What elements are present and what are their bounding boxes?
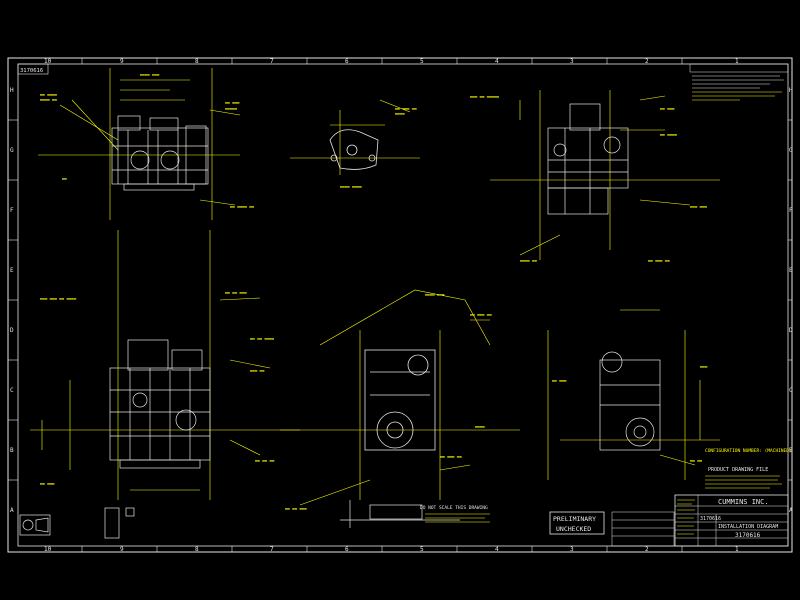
zone-label-left: C [10,387,14,394]
inner-border [17,63,789,547]
view-top-right-engine: ▬▬▬ ▬▬ ▬▬▬▬▬ ▬▬ ▬▬▬ ▬▬ ▬▬▬▬ ▬▬▬ ▬▬▬ ▬▬▬▬ ▬… [470,90,720,263]
zone-label-right: F [789,207,793,214]
svg-text:▬▬▬▬ ▬▬▬▬: ▬▬▬▬ ▬▬▬▬ [340,184,362,189]
revision-block [611,511,675,547]
svg-text:▬▬ ▬▬▬: ▬▬ ▬▬▬ [225,100,240,105]
zone-label-top: 6 [345,58,349,65]
zone-label-top: 8 [195,58,199,65]
zone-label-bottom: 6 [345,546,349,553]
zone-label-top: 4 [495,58,499,65]
svg-text:▬▬ ▬▬ ▬▬▬▬: ▬▬ ▬▬ ▬▬▬▬ [250,336,275,341]
view-top-center-bracket: ▬▬ ▬▬▬ ▬▬▬▬▬▬ ▬▬▬▬ ▬▬▬▬ [290,99,420,189]
stamp-text: PRELIMINARY [553,515,596,523]
zone-label-left: H [10,87,14,94]
svg-text:▬▬ ▬▬▬: ▬▬ ▬▬▬ [552,378,567,383]
zone-label-bottom: 2 [645,546,649,553]
zone-label-left: F [10,207,14,214]
general-notes [689,63,789,101]
svg-text:▬▬▬▬ ▬▬▬: ▬▬▬▬ ▬▬▬ [140,72,160,77]
zone-label-left: A [10,507,14,514]
svg-text:▬▬▬▬: ▬▬▬▬ [475,424,485,429]
zone-label-top: 7 [270,58,274,65]
view-bottom-center-front: ▬▬▬▬ ▬▬▬ ▬▬ ▬▬▬ ▬▬ ▬▬ ▬▬ ▬▬▬ ▬▬ ▬▬▬ ▬▬ ▬▬▬… [280,289,520,528]
zone-label-left: B [10,447,14,454]
title-company: CUMMINS INC. [718,498,769,506]
zone-label-top: 3 [570,58,574,65]
svg-text:▬▬▬ ▬▬: ▬▬▬ ▬▬ [250,368,265,373]
svg-text:▬▬ ▬▬▬ ▬▬: ▬▬ ▬▬▬ ▬▬ [648,258,670,263]
svg-text:▬▬: ▬▬ [62,176,67,181]
zone-label-bottom: 4 [495,546,499,553]
do-not-scale-notice: DO NOT SCALE THIS DRAWING [420,505,488,511]
zone-label-bottom: 1 [735,546,739,553]
title-sheet-number: 3170616 [700,516,721,522]
svg-text:▬▬ ▬▬▬▬: ▬▬ ▬▬▬▬ [660,132,677,137]
zone-label-right: A [789,507,793,514]
svg-text:▬▬▬ ▬▬▬: ▬▬▬ ▬▬▬ [690,204,707,209]
svg-text:▬▬ ▬▬: ▬▬ ▬▬ [690,458,703,463]
zone-label-right: G [789,147,793,154]
projection-symbol [19,514,51,536]
corner-label-box [17,63,49,75]
svg-text:▬▬ ▬▬ ▬▬: ▬▬ ▬▬ ▬▬ [255,458,275,463]
stamp-text: UNCHECKED [556,525,591,533]
zone-label-top: 10 [44,58,52,65]
zone-label-top: 2 [645,58,649,65]
zone-label-left: G [10,147,14,154]
svg-text:▬▬▬ ▬▬ ▬▬▬▬▬: ▬▬▬ ▬▬ ▬▬▬▬▬ [470,94,499,99]
view-bottom-left-engine: ▬▬▬ ▬▬▬ ▬▬ ▬▬▬▬ ▬▬ ▬▬ ▬▬▬ ▬▬ ▬▬ ▬▬▬▬ ▬▬▬ ▬… [30,230,300,500]
front-view-base-bracket [340,500,460,528]
bottom-left-detail [104,507,135,539]
svg-text:▬▬▬▬ ▬▬: ▬▬▬▬ ▬▬ [520,258,537,263]
svg-text:▬▬▬▬ ▬▬▬: ▬▬▬▬ ▬▬▬ [425,292,445,297]
corner-label: 3170616 [20,68,43,74]
title-drawing-number: 3170616 [735,532,761,539]
zone-label-left: D [10,327,14,334]
product-drawing-note: PRODUCT DRAWING FILE [708,467,768,473]
zone-label-bottom: 7 [270,546,274,553]
zone-label-bottom: 3 [570,546,574,553]
zone-label-right: H [789,87,793,94]
configuration-note: CONFIGURATION NUMBER: (MACHINED) [705,448,792,454]
zone-label-bottom: 9 [120,546,124,553]
svg-text:▬▬ ▬▬▬▬ ▬▬: ▬▬ ▬▬▬▬ ▬▬ [230,204,255,209]
zone-label-left: E [10,267,14,274]
svg-text:▬▬ ▬▬ ▬▬▬: ▬▬ ▬▬ ▬▬▬ [225,290,247,295]
svg-text:▬▬ ▬▬▬: ▬▬ ▬▬▬ [660,106,675,111]
zone-label-right: D [789,327,793,334]
svg-text:▬▬▬: ▬▬▬ [700,364,708,369]
svg-text:▬▬ ▬▬▬ ▬▬: ▬▬ ▬▬▬ ▬▬ [470,312,492,317]
outer-border [7,57,793,553]
svg-text:▬▬ ▬▬▬ ▬▬: ▬▬ ▬▬▬ ▬▬ [440,454,462,459]
zone-label-right: E [789,267,793,274]
svg-text:▬▬ ▬▬▬▬: ▬▬ ▬▬▬▬ [40,92,57,97]
zone-label-right: C [789,387,793,394]
svg-text:▬▬▬▬ ▬▬: ▬▬▬▬ ▬▬ [40,97,57,102]
svg-text:▬▬ ▬▬ ▬▬▬: ▬▬ ▬▬ ▬▬▬ [285,506,307,511]
svg-text:▬▬ ▬▬▬ ▬▬: ▬▬ ▬▬▬ ▬▬ [395,106,417,111]
zone-label-top: 1 [735,58,739,65]
svg-text:▬▬▬▬: ▬▬▬▬ [395,111,405,116]
title-block: CUMMINS INC. 3170616 INSTALLATION DIAGRA… [674,494,789,547]
svg-text:▬▬▬ ▬▬▬ ▬▬ ▬▬▬▬: ▬▬▬ ▬▬▬ ▬▬ ▬▬▬▬ [40,296,77,301]
zone-label-bottom: 10 [44,546,52,553]
svg-text:▬▬▬▬▬: ▬▬▬▬▬ [225,106,238,111]
preliminary-stamp: PRELIMINARY UNCHECKED [549,511,605,535]
zone-label-bottom: 8 [195,546,199,553]
zone-label-top: 5 [420,58,424,65]
zone-label-bottom: 5 [420,546,424,553]
zone-label-right: B [789,447,793,454]
title-drawing-name: INSTALLATION DIAGRAM [718,524,778,530]
svg-text:▬▬ ▬▬▬: ▬▬ ▬▬▬ [40,481,55,486]
zone-ticks [8,58,792,552]
zone-label-top: 9 [120,58,124,65]
view-bottom-right-engine: ▬▬ ▬▬▬ ▬▬▬ ▬▬ ▬▬ [547,309,720,480]
view-top-left-engine: ▬▬ ▬▬▬▬▬▬▬▬ ▬▬ ▬▬ ▬▬▬▬▬▬▬▬ ▬▬▬▬ ▬▬▬ ▬▬ ▬▬… [38,68,255,220]
